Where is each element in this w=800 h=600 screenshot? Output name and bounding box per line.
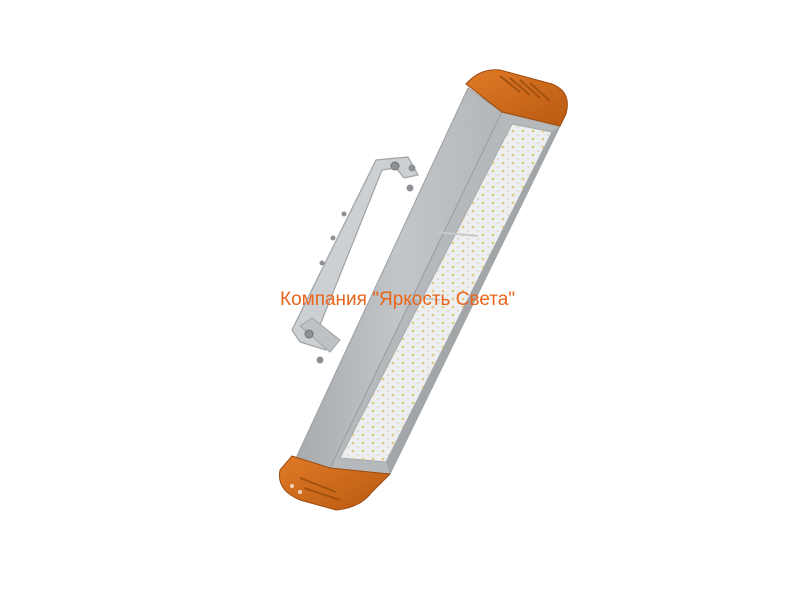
- top-end-cap: [465, 69, 568, 127]
- mounting-bracket: [291, 156, 419, 364]
- bottom-end-cap: [278, 455, 392, 511]
- company-watermark: Компания "Яркость Света": [280, 289, 516, 310]
